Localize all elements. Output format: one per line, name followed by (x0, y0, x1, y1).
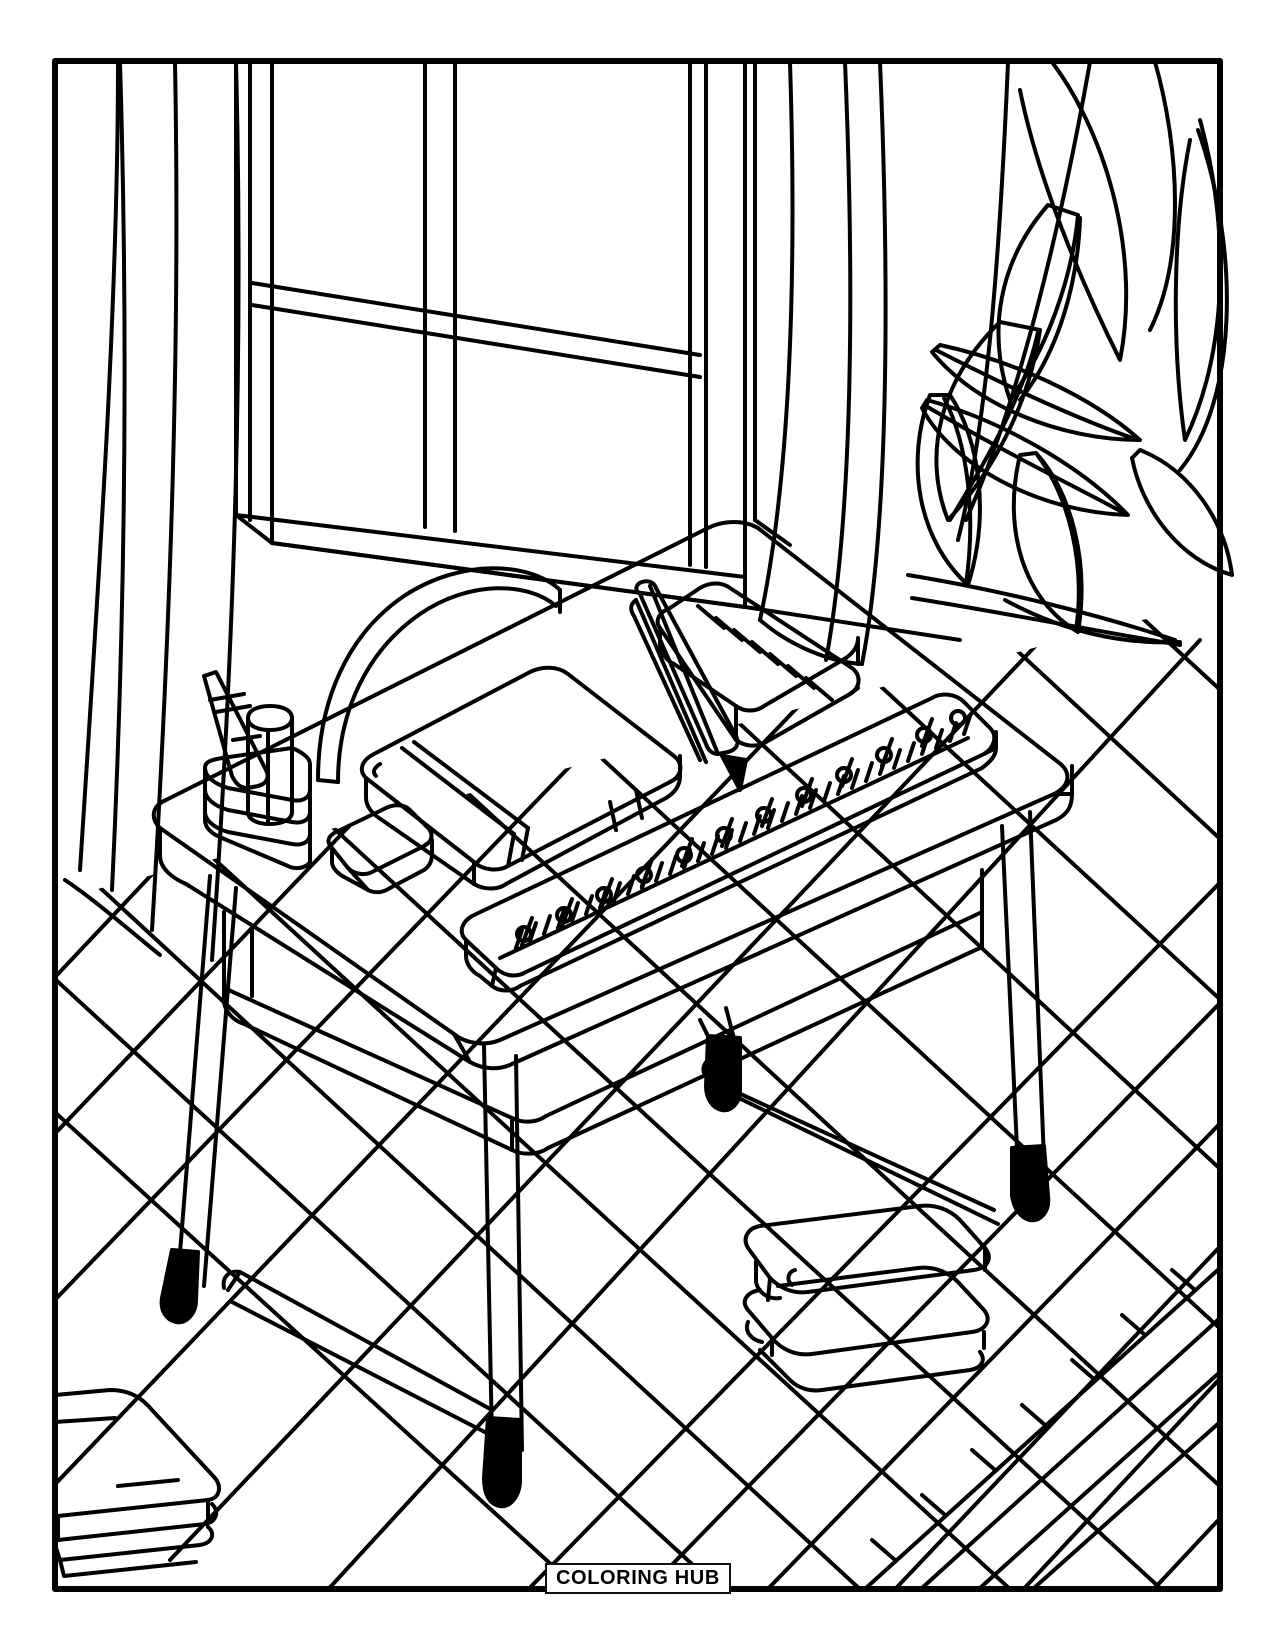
pencil-2 (246, 704, 294, 826)
watermark-badge: COLORING HUB (545, 1563, 731, 1594)
books-bottom-left (53, 1388, 222, 1578)
desk-leg-front-left (176, 874, 212, 1280)
desk-leg-right (1000, 824, 1020, 1172)
window (234, 60, 747, 609)
books-under-desk (742, 1203, 991, 1393)
curtain-right (753, 60, 888, 666)
desk (151, 520, 1074, 1452)
watermark-label: COLORING HUB (556, 1567, 720, 1589)
desk-feet (159, 1034, 1051, 1509)
pen (629, 579, 748, 792)
desk-leg-front-center (482, 1044, 494, 1442)
notebook (359, 665, 683, 891)
rug (864, 1266, 1222, 1590)
ruler (459, 692, 998, 993)
curtain-left (63, 60, 241, 962)
chair (316, 566, 562, 784)
wall-baseboard (743, 605, 962, 642)
pencil-cup (202, 670, 312, 871)
